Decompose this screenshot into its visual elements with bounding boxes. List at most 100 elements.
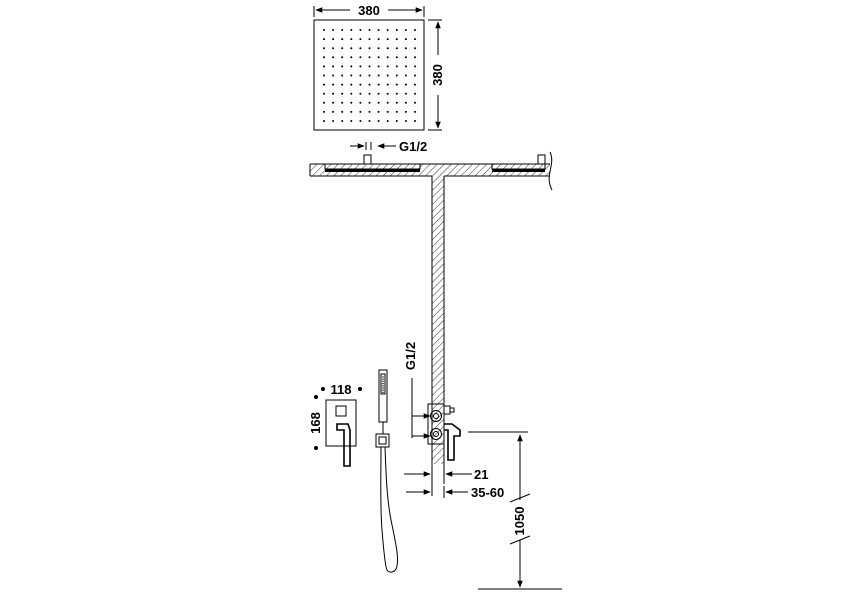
nozzle-dot bbox=[404, 74, 407, 77]
nozzle-dot bbox=[341, 65, 344, 68]
nozzle-dot bbox=[395, 110, 398, 113]
shower-head-height-dimension: 380 bbox=[428, 19, 445, 131]
nozzle-dot bbox=[359, 56, 362, 59]
nozzle-dot bbox=[341, 56, 344, 59]
hand-shower-nozzle-dot bbox=[382, 389, 384, 391]
nozzle-dot bbox=[359, 29, 362, 31]
wall-inlet-embed-depth-label: 35-60 bbox=[471, 485, 504, 500]
nozzle-dot bbox=[395, 120, 398, 122]
nozzle-dot bbox=[368, 92, 371, 95]
nozzle-dot bbox=[404, 101, 407, 104]
nozzle-dot bbox=[359, 65, 362, 68]
shower-head-height-label: 380 bbox=[430, 64, 445, 86]
nozzle-dot bbox=[377, 29, 380, 31]
nozzle-dot bbox=[359, 110, 362, 113]
nozzle-dot bbox=[359, 74, 362, 77]
nozzle-dot bbox=[332, 56, 335, 59]
nozzle-dot bbox=[377, 120, 380, 122]
wall-inlet-connection-label: G1/2 bbox=[403, 342, 418, 370]
wall-inlet-projection-label: 21 bbox=[474, 467, 488, 482]
nozzle-dot bbox=[332, 74, 335, 77]
nozzle-dot bbox=[414, 74, 416, 77]
nozzle-dot bbox=[368, 74, 371, 77]
mixer-plate-width-label: 118 bbox=[331, 382, 352, 397]
hand-shower-nozzle-dot bbox=[382, 387, 384, 389]
nozzle-dot bbox=[323, 38, 325, 41]
nozzle-dot bbox=[377, 56, 380, 59]
nozzle-dot bbox=[341, 74, 344, 77]
wall-inlet-projection-dimension: 21 bbox=[404, 444, 488, 496]
hand-shower-nozzle-dot bbox=[382, 385, 384, 387]
nozzle-dot bbox=[341, 29, 344, 31]
nozzle-dot bbox=[377, 74, 380, 77]
nozzle-dot bbox=[341, 101, 344, 104]
nozzle-dot bbox=[323, 29, 325, 31]
nozzle-dot bbox=[377, 83, 380, 86]
nozzle-dot bbox=[414, 65, 416, 68]
shower-head-connection-dimension: G1/2 bbox=[350, 139, 427, 154]
nozzle-dot bbox=[414, 110, 416, 113]
nozzle-dot bbox=[404, 38, 407, 41]
nozzle-dot bbox=[386, 101, 389, 104]
nozzle-dot bbox=[414, 56, 416, 59]
nozzle-dot bbox=[395, 83, 398, 86]
nozzle-dot bbox=[404, 47, 407, 50]
nozzle-dot bbox=[323, 83, 325, 86]
nozzle-dot bbox=[404, 92, 407, 95]
nozzle-dot bbox=[323, 101, 325, 104]
nozzle-dot bbox=[395, 56, 398, 59]
nozzle-dot bbox=[359, 83, 362, 86]
nozzle-dot bbox=[395, 65, 398, 68]
nozzle-dot bbox=[350, 65, 353, 68]
nozzle-dot bbox=[368, 83, 371, 86]
nozzle-dot bbox=[332, 38, 335, 41]
nozzle-dot bbox=[404, 29, 407, 31]
nozzle-dot bbox=[386, 74, 389, 77]
nozzle-dot bbox=[332, 110, 335, 113]
nozzle-dot bbox=[332, 101, 335, 104]
shower-hose bbox=[380, 446, 398, 573]
mixer-plate-width-dimension: 118 bbox=[321, 382, 362, 397]
nozzle-dot bbox=[323, 65, 325, 68]
nozzle-dot bbox=[386, 29, 389, 31]
nozzle-dot bbox=[414, 101, 416, 104]
nozzle-dot bbox=[377, 92, 380, 95]
nozzle-dot bbox=[414, 92, 416, 95]
shower-head-connection-label: G1/2 bbox=[399, 139, 427, 154]
nozzle-dot bbox=[359, 47, 362, 50]
nozzle-dot bbox=[395, 74, 398, 77]
hand-shower-nozzle-dot bbox=[382, 391, 384, 394]
nozzle-dot bbox=[368, 38, 371, 41]
nozzle-dot bbox=[350, 74, 353, 77]
nozzle-dot bbox=[395, 101, 398, 104]
nozzle-dot bbox=[414, 47, 416, 50]
nozzle-dot bbox=[341, 120, 344, 122]
nozzle-dot bbox=[350, 29, 353, 31]
mixer-plate-front-view bbox=[325, 399, 357, 467]
shower-head-side-view-right bbox=[491, 154, 546, 172]
nozzle-dot bbox=[323, 92, 325, 95]
nozzle-dot bbox=[414, 29, 416, 31]
nozzle-dot bbox=[395, 47, 398, 50]
hand-shower-nozzle-dot bbox=[382, 380, 384, 383]
wall-inlet-embed-depth-dimension: 35-60 bbox=[406, 485, 504, 500]
nozzle-dot bbox=[350, 120, 353, 122]
nozzle-dot bbox=[359, 92, 362, 95]
shower-head-side-view-left bbox=[322, 154, 421, 177]
nozzle-dot bbox=[332, 83, 335, 86]
mixer-plate-height-label: 168 bbox=[308, 412, 323, 434]
nozzle-dot bbox=[323, 74, 325, 77]
mounting-height-dimension: 1050 bbox=[468, 431, 562, 590]
hand-shower-nozzle-dot bbox=[382, 382, 384, 385]
nozzle-dot bbox=[368, 101, 371, 104]
nozzle-dot bbox=[368, 56, 371, 59]
hand-shower bbox=[375, 369, 390, 448]
shower-head-width-dimension: 380 bbox=[313, 3, 425, 18]
nozzle-dot bbox=[359, 38, 362, 41]
nozzle-dot bbox=[350, 83, 353, 86]
mounting-height-label: 1050 bbox=[512, 507, 527, 536]
nozzle-dot bbox=[332, 65, 335, 68]
wall-section bbox=[310, 175, 550, 464]
nozzle-dot bbox=[323, 120, 325, 122]
wall-inlet-connection-dimension: G1/2 bbox=[403, 342, 431, 439]
